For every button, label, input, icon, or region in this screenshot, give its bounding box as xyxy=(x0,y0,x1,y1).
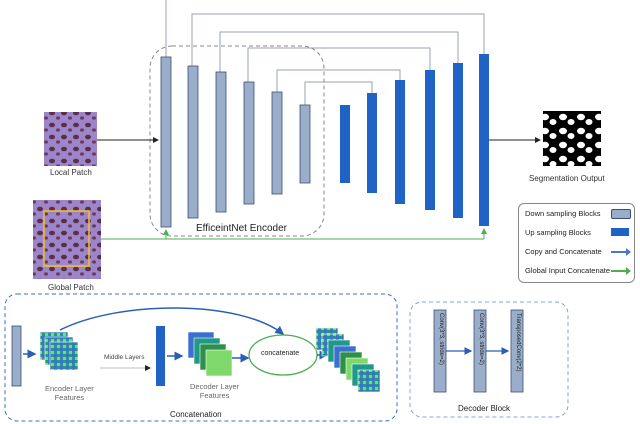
legend-up-swatch xyxy=(611,228,629,236)
encoder-label: EfficeintNet Encoder xyxy=(196,223,287,234)
conv1-label: Conv(3*3, stride=2) xyxy=(438,313,444,365)
conv2-label: Conv(3*3, stride=2) xyxy=(478,313,484,365)
encoder-features-label: Encoder Layer Features xyxy=(45,384,94,402)
decoder-block-title: Decoder Block xyxy=(458,404,511,413)
legend-global-label: Global Input Concatenate xyxy=(525,266,611,275)
encoder-feature-maps xyxy=(39,331,79,371)
encoder-layer-bar xyxy=(11,325,22,387)
copy-connections xyxy=(165,0,485,105)
transposed-label: TransposedConv(2*2) xyxy=(515,313,521,371)
concatenation-panel xyxy=(4,293,398,422)
decoder-block-panel xyxy=(409,301,569,418)
concatenated-feature-maps xyxy=(315,327,381,393)
legend-down-label: Down sampling Blocks xyxy=(525,209,601,218)
middle-layers-label: Middle Layers xyxy=(104,354,145,361)
global-concat-line xyxy=(101,228,487,240)
legend: Down sampling Blocks Up sampling Blocks … xyxy=(518,203,635,283)
global-patch-image xyxy=(33,200,101,279)
legend-global-arrow xyxy=(611,270,627,272)
legend-copy-arrow xyxy=(611,251,627,253)
local-patch-label: Local Patch xyxy=(50,168,92,177)
legend-global-arrowhead xyxy=(626,267,631,275)
encoder-boundary xyxy=(149,45,325,237)
legend-up-label: Up sampling Blocks xyxy=(525,228,591,237)
legend-copy-label: Copy and Concatenate xyxy=(525,247,602,256)
local-patch-image xyxy=(44,112,97,166)
concatenate-label: concatenate xyxy=(261,350,300,357)
local-region-highlight xyxy=(43,210,90,267)
decoder-block-bars xyxy=(433,309,524,393)
up-sampling-blocks xyxy=(340,54,489,226)
down-sampling-blocks xyxy=(160,56,311,228)
legend-copy-arrowhead xyxy=(626,248,631,256)
skip-connection-curve xyxy=(59,307,285,335)
concatenation-title: Concatenation xyxy=(170,410,222,419)
legend-down-swatch xyxy=(611,209,631,219)
decoder-features-label: Decoder Layer Features xyxy=(190,382,240,400)
segmentation-output-label: Segmentation Output xyxy=(529,174,605,183)
global-patch-label: Global Patch xyxy=(48,283,94,292)
decoder-feature-maps xyxy=(187,331,233,377)
decoder-layer-bar xyxy=(156,326,165,386)
segmentation-output-image xyxy=(543,111,601,166)
